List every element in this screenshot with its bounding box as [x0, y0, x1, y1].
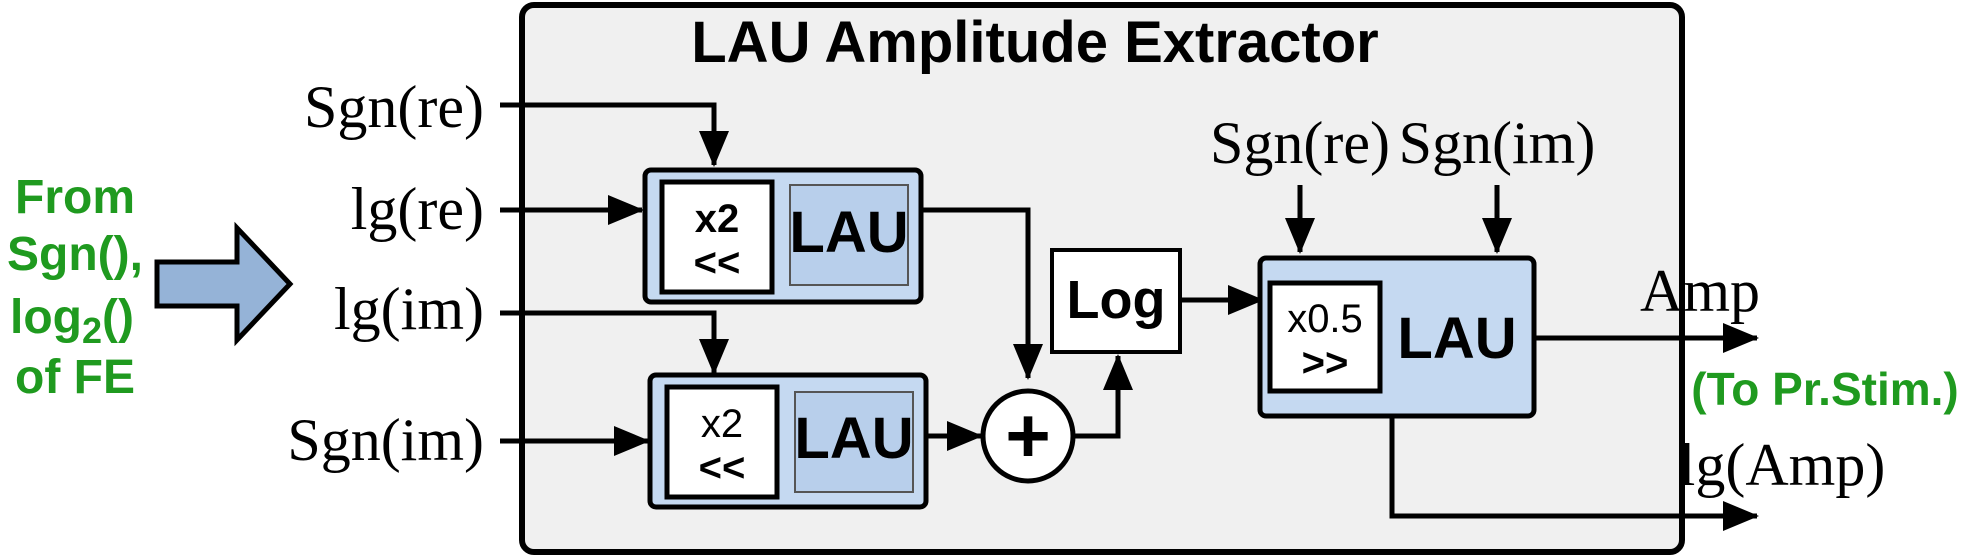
input-lg-im: lg(im) [334, 276, 484, 342]
source-label-line2: Sgn(), [7, 228, 143, 281]
output-amp-note: (To Pr.Stim.) [1691, 363, 1959, 415]
source-label-line4: of FE [15, 351, 135, 404]
right-input-sgn-re: Sgn(re) [1210, 110, 1390, 176]
output-lg-amp-label: lg(Amp) [1679, 432, 1886, 498]
wire-adder-to-log [1073, 354, 1133, 439]
input-sgn-re: Sgn(re) [304, 74, 484, 140]
right-lau-label: LAU [1397, 306, 1516, 371]
wire-upper-to-adder [921, 207, 1043, 380]
input-sgn-im: Sgn(im) [287, 407, 484, 473]
adder-symbol: + [1005, 391, 1051, 479]
diagram-title: LAU Amplitude Extractor [691, 10, 1378, 75]
right-input-sgn-im: Sgn(im) [1399, 110, 1596, 176]
right-op-shift: >> [1302, 341, 1349, 385]
right-op-x05: x0.5 [1287, 297, 1363, 341]
output-amp-label: Amp [1640, 258, 1760, 324]
upper-lau-label: LAU [789, 200, 908, 265]
upper-op-shift: << [694, 241, 741, 285]
log-label: Log [1067, 270, 1166, 330]
input-lg-re: lg(re) [351, 176, 484, 242]
wire-lg-amp-out [1389, 416, 1759, 531]
right-lau-block: x0.5 >> LAU [1257, 255, 1537, 419]
source-label-line1: From [15, 171, 135, 224]
upper-lau-block: x2 << LAU [642, 167, 924, 305]
lower-op-shift: << [699, 446, 746, 490]
log-block: Log [1050, 248, 1182, 354]
adder: + [980, 388, 1076, 484]
wire-sgn-re [500, 102, 729, 167]
source-label-line3: log2() [10, 291, 134, 351]
lower-op-x2: x2 [701, 402, 743, 446]
input-block-arrow [154, 221, 294, 347]
wire-lg-im [500, 310, 729, 375]
lower-lau-block: x2 << LAU [647, 372, 929, 510]
lower-lau-label: LAU [794, 406, 913, 471]
upper-op-x2: x2 [695, 197, 740, 241]
